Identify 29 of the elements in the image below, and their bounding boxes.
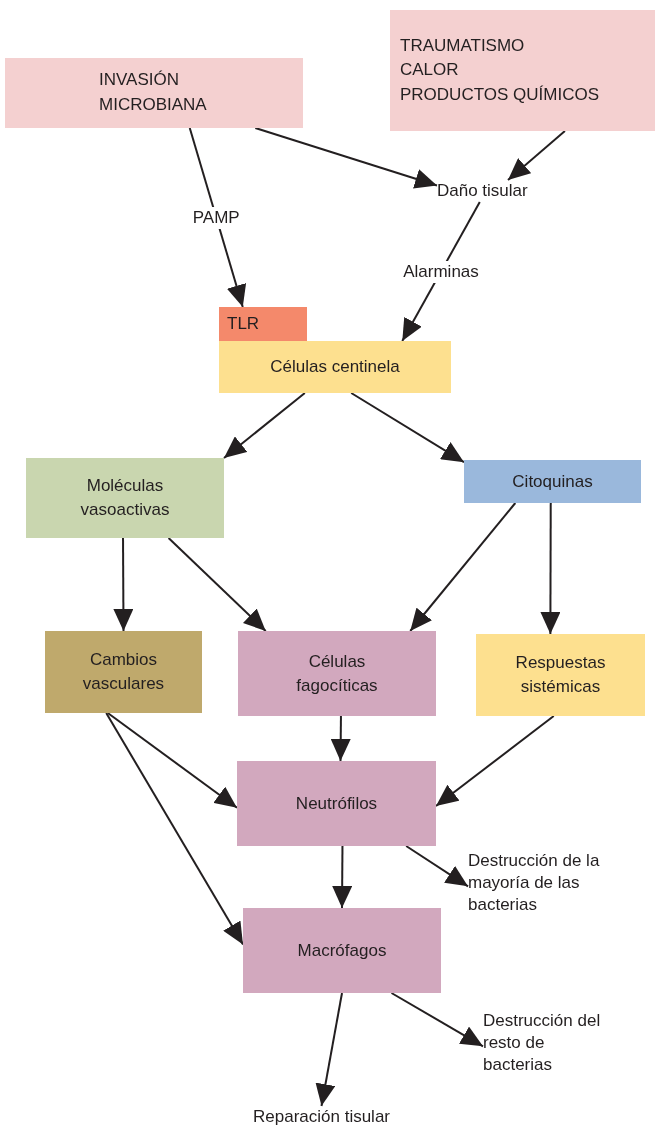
- box-label: TRAUMATISMO: [400, 34, 526, 57]
- annotation-text: Daño tisular: [437, 180, 528, 203]
- process-box: [476, 634, 645, 716]
- annotation-text: Reparación tisular: [253, 1106, 390, 1129]
- box-label: PRODUCTOS QUÍMICOS: [400, 83, 600, 106]
- box-label: Células centinela: [269, 356, 401, 379]
- box-label: Macrófagos: [296, 939, 388, 962]
- process-box: [390, 10, 655, 131]
- process-box: [45, 631, 202, 713]
- box-label: Citoquinas: [511, 470, 594, 493]
- process-box: [5, 58, 303, 128]
- box-label: Células fagocíticas: [295, 650, 379, 697]
- process-box: [464, 460, 641, 503]
- box-label: Respuestas sistémicas: [514, 652, 607, 698]
- process-box: [219, 341, 451, 393]
- box-label: TLR: [227, 312, 261, 335]
- box-label: Neutrófilos: [294, 792, 379, 815]
- process-box: [237, 761, 436, 846]
- process-box: [26, 458, 224, 538]
- box-label: Cambios vasculares: [81, 649, 166, 695]
- process-box: [238, 631, 436, 716]
- process-box: [219, 307, 307, 341]
- process-box: [243, 908, 441, 993]
- box-label: INVASIÓN MICROBIANA: [99, 69, 208, 116]
- box-label: Moléculas vasoactivas: [79, 475, 171, 521]
- annotation-text: Destrucción de la mayoría de las bacterias: [468, 850, 638, 917]
- annotation-text: Destrucción del resto de bacterias: [483, 1010, 608, 1077]
- edge-label: Alarminas: [400, 260, 482, 283]
- box-label: CALOR: [400, 59, 460, 82]
